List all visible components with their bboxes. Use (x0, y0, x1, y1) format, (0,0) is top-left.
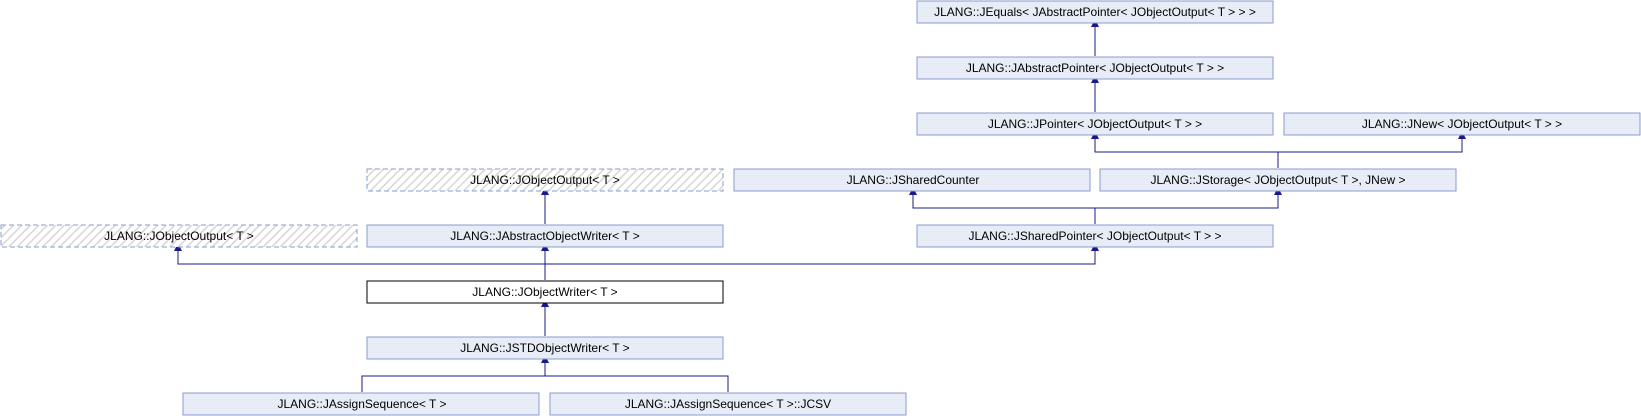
edge-jstorage-to-jpointer (1091, 131, 1279, 168)
edge-jobjectwriter-to-jsharedpointer (545, 243, 1099, 265)
node-jobjectoutput-left[interactable]: JLANG::JObjectOutput< T > (0, 224, 358, 248)
edge-jstorage-to-jnew (1278, 131, 1466, 153)
node-jobjectoutput-top[interactable]: JLANG::JObjectOutput< T > (366, 168, 724, 192)
node-jequals-label: JLANG::JEquals< JAbstractPointer< JObjec… (934, 5, 1256, 19)
node-jstorage-label: JLANG::JStorage< JObjectOutput< T >, JNe… (1150, 173, 1405, 187)
node-jassignsequence-jcsv-label: JLANG::JAssignSequence< T >::JCSV (625, 397, 831, 411)
edge-jobjectwriter-to-jobjectoutput-left (174, 243, 545, 265)
edge-jcsv-to-jstdobjectwriter (545, 375, 729, 392)
edges (174, 19, 1466, 392)
edge-jsharedpointer-to-jsharedcounter (909, 187, 1096, 224)
node-jstorage[interactable]: JLANG::JStorage< JObjectOutput< T >, JNe… (1099, 168, 1457, 192)
node-jequals[interactable]: JLANG::JEquals< JAbstractPointer< JObjec… (916, 0, 1274, 24)
node-jstdobjectwriter[interactable]: JLANG::JSTDObjectWriter< T > (366, 336, 724, 360)
node-jobjectoutput-left-label: JLANG::JObjectOutput< T > (104, 229, 254, 243)
edge-jsharedpointer-to-jstorage (1095, 187, 1282, 209)
node-jsharedpointer[interactable]: JLANG::JSharedPointer< JObjectOutput< T … (916, 224, 1274, 248)
node-jassignsequence-jcsv[interactable]: JLANG::JAssignSequence< T >::JCSV (549, 392, 907, 416)
node-jassignsequence[interactable]: JLANG::JAssignSequence< T > (182, 392, 540, 416)
node-jobjectwriter[interactable]: JLANG::JObjectWriter< T > (366, 280, 724, 304)
node-jpointer-label: JLANG::JPointer< JObjectOutput< T > > (988, 117, 1202, 131)
node-jnew[interactable]: JLANG::JNew< JObjectOutput< T > > (1283, 112, 1641, 136)
node-jsharedpointer-label: JLANG::JSharedPointer< JObjectOutput< T … (968, 229, 1221, 243)
node-jstdobjectwriter-label: JLANG::JSTDObjectWriter< T > (460, 341, 629, 355)
node-jabstractobjectwriter[interactable]: JLANG::JAbstractObjectWriter< T > (366, 224, 724, 248)
node-jabstractpointer[interactable]: JLANG::JAbstractPointer< JObjectOutput< … (916, 56, 1274, 80)
node-jabstractobjectwriter-label: JLANG::JAbstractObjectWriter< T > (450, 229, 639, 243)
node-jsharedcounter[interactable]: JLANG::JSharedCounter (733, 168, 1091, 192)
edge-jassignsequence-to-jstdobjectwriter (361, 355, 549, 392)
node-jsharedcounter-label: JLANG::JSharedCounter (847, 173, 980, 187)
node-jobjectwriter-label: JLANG::JObjectWriter< T > (472, 285, 617, 299)
node-jabstractpointer-label: JLANG::JAbstractPointer< JObjectOutput< … (966, 61, 1224, 75)
node-jobjectoutput-top-label: JLANG::JObjectOutput< T > (470, 173, 620, 187)
node-jnew-label: JLANG::JNew< JObjectOutput< T > > (1362, 117, 1562, 131)
node-jassignsequence-label: JLANG::JAssignSequence< T > (278, 397, 447, 411)
node-jpointer[interactable]: JLANG::JPointer< JObjectOutput< T > > (916, 112, 1274, 136)
